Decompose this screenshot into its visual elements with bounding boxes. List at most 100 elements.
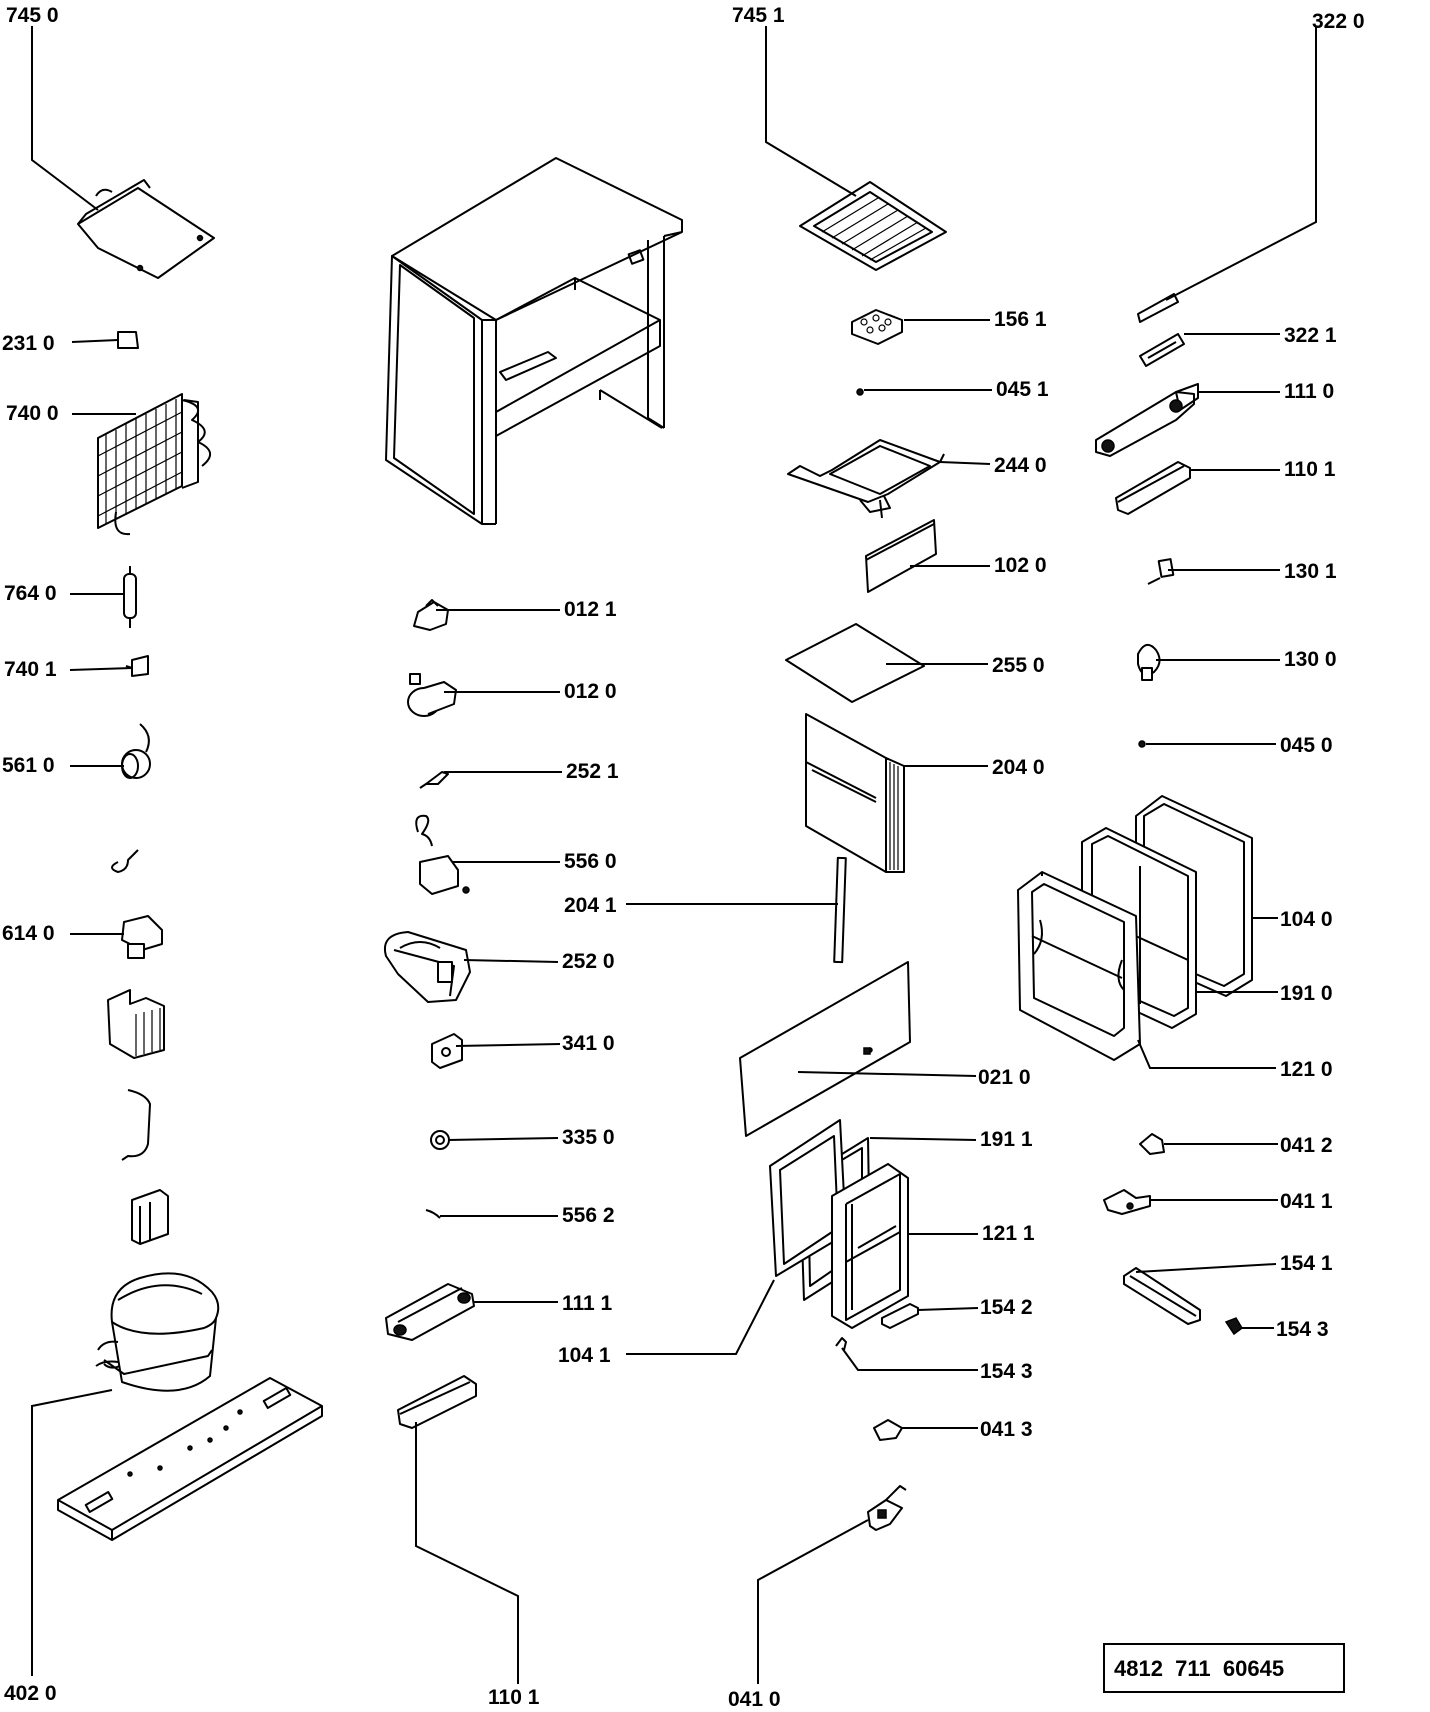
label-7401: 740 1	[4, 658, 57, 681]
part-7450-cover-plate	[77, 179, 215, 279]
part-2520-thermostat-housing	[384, 931, 471, 1003]
part-0410-hinge	[867, 1485, 907, 1531]
part-3221-strip	[1139, 333, 1185, 367]
part-0450-screw	[1138, 740, 1146, 748]
part-1111-hinge-cover	[385, 1283, 475, 1341]
label-0413: 041 3	[980, 1418, 1033, 1441]
part-0411-hinge	[1103, 1189, 1151, 1215]
label-7451: 745 1	[732, 4, 785, 27]
part-0210-rear-panel	[739, 961, 911, 1137]
label-2521: 252 1	[566, 760, 619, 783]
label-1040: 104 0	[1280, 908, 1333, 931]
part-1041-door-panel	[831, 1163, 909, 1329]
label-1041: 104 1	[558, 1344, 611, 1367]
part-7400-condenser	[97, 393, 211, 536]
label-6140: 614 0	[2, 922, 55, 945]
part-1543-pin	[835, 1337, 847, 1351]
part-1110-hinge-cover	[1095, 383, 1199, 457]
part-3350-knob	[430, 1130, 450, 1150]
label-1300: 130 0	[1284, 648, 1337, 671]
label-1210: 121 0	[1280, 1058, 1333, 1081]
label-1543: 154 3	[980, 1360, 1033, 1383]
part-3410-switch	[431, 1033, 463, 1069]
label-2550: 255 0	[992, 654, 1045, 677]
part-1561-ice-tray	[851, 309, 903, 345]
label-5562: 556 2	[562, 1204, 615, 1227]
label-2041: 204 1	[564, 894, 617, 917]
label-1541: 154 1	[1280, 1252, 1333, 1275]
part-7401-bracket	[125, 655, 149, 677]
label-7400: 740 0	[6, 402, 59, 425]
part-1301-bushing	[1147, 558, 1175, 585]
label-2310: 231 0	[2, 332, 55, 355]
leader-lines	[31, 26, 1317, 1684]
label-3221: 322 1	[1284, 324, 1337, 347]
label-1543-right: 154 3	[1276, 1318, 1329, 1341]
label-3350: 335 0	[562, 1126, 615, 1149]
part-5562-wire	[425, 1209, 441, 1219]
part-1543r-pin	[1224, 1317, 1243, 1336]
label-0411: 041 1	[1280, 1190, 1333, 1213]
part-0121-lamp-holder	[413, 599, 449, 631]
label-3410: 341 0	[562, 1032, 615, 1055]
label-1911: 191 1	[980, 1128, 1033, 1151]
label-0412: 041 2	[1280, 1134, 1333, 1157]
part-4020-compressor	[57, 1272, 323, 1541]
label-1020: 102 0	[994, 554, 1047, 577]
part-1300-bushing	[1137, 643, 1161, 681]
part-0413-door-stop	[873, 1419, 903, 1441]
part-3220-strip	[1137, 293, 1179, 323]
label-4020: 402 0	[4, 1682, 57, 1705]
document-code: 4812 711 60645	[1114, 1656, 1284, 1681]
part-2310-clip	[117, 331, 139, 349]
label-1910: 191 0	[1280, 982, 1333, 1005]
part-1541-rail	[1123, 1267, 1201, 1325]
label-3220: 322 0	[1312, 10, 1365, 33]
label-2440: 244 0	[994, 454, 1047, 477]
part-2550-glass-shelf	[785, 623, 925, 703]
label-1211: 121 1	[982, 1222, 1035, 1245]
part-1020-flap	[865, 519, 937, 593]
label-7640: 764 0	[4, 582, 57, 605]
part-6140-relay	[121, 915, 163, 959]
part-2521-pin	[419, 771, 449, 789]
part-1210-door-liner	[1017, 871, 1141, 1061]
label-5610: 561 0	[2, 754, 55, 777]
part-wire-harness	[121, 1089, 151, 1161]
part-1101r-hinge-bracket	[1115, 461, 1191, 515]
part-7640-filter-drier	[123, 566, 137, 628]
label-2520: 252 0	[562, 950, 615, 973]
label-1111: 111 1	[562, 1292, 613, 1315]
label-1110: 111 0	[1284, 380, 1334, 403]
part-5560-lamp-switch	[415, 814, 470, 895]
part-2041-door-seal-strip	[833, 856, 847, 964]
label-7450: 745 0	[6, 4, 59, 27]
part-0120-thermostat	[407, 673, 457, 717]
cabinet-body	[385, 157, 683, 525]
part-start-device	[107, 989, 165, 1059]
part-2040-door	[805, 713, 905, 873]
part-0412-door-stop	[1139, 1133, 1165, 1155]
part-1542-rail	[881, 1303, 919, 1329]
label-0210: 021 0	[978, 1066, 1031, 1089]
label-1101-right: 110 1	[1284, 458, 1336, 481]
label-0121: 012 1	[564, 598, 617, 621]
label-1301: 130 1	[1284, 560, 1337, 583]
part-1101-hinge-bracket	[397, 1375, 477, 1429]
document-code-box: 4812 711 60645	[1103, 1643, 1345, 1693]
part-wire-clip	[111, 849, 139, 873]
label-0120: 012 0	[564, 680, 617, 703]
label-5560: 556 0	[564, 850, 617, 873]
part-0451-screw	[856, 388, 864, 396]
label-1542: 154 2	[980, 1296, 1033, 1319]
label-0450: 045 0	[1280, 734, 1333, 757]
label-0410: 041 0	[728, 1688, 781, 1711]
label-1561: 156 1	[994, 308, 1047, 331]
label-1101-bottom: 110 1	[488, 1686, 540, 1709]
part-capacitor	[131, 1189, 169, 1245]
part-5610-fan-motor	[121, 723, 151, 779]
part-labels: 745 0 745 1 322 0 231 0 740 0 764 0 740 …	[2, 4, 1365, 1711]
label-2040: 204 0	[992, 756, 1045, 779]
